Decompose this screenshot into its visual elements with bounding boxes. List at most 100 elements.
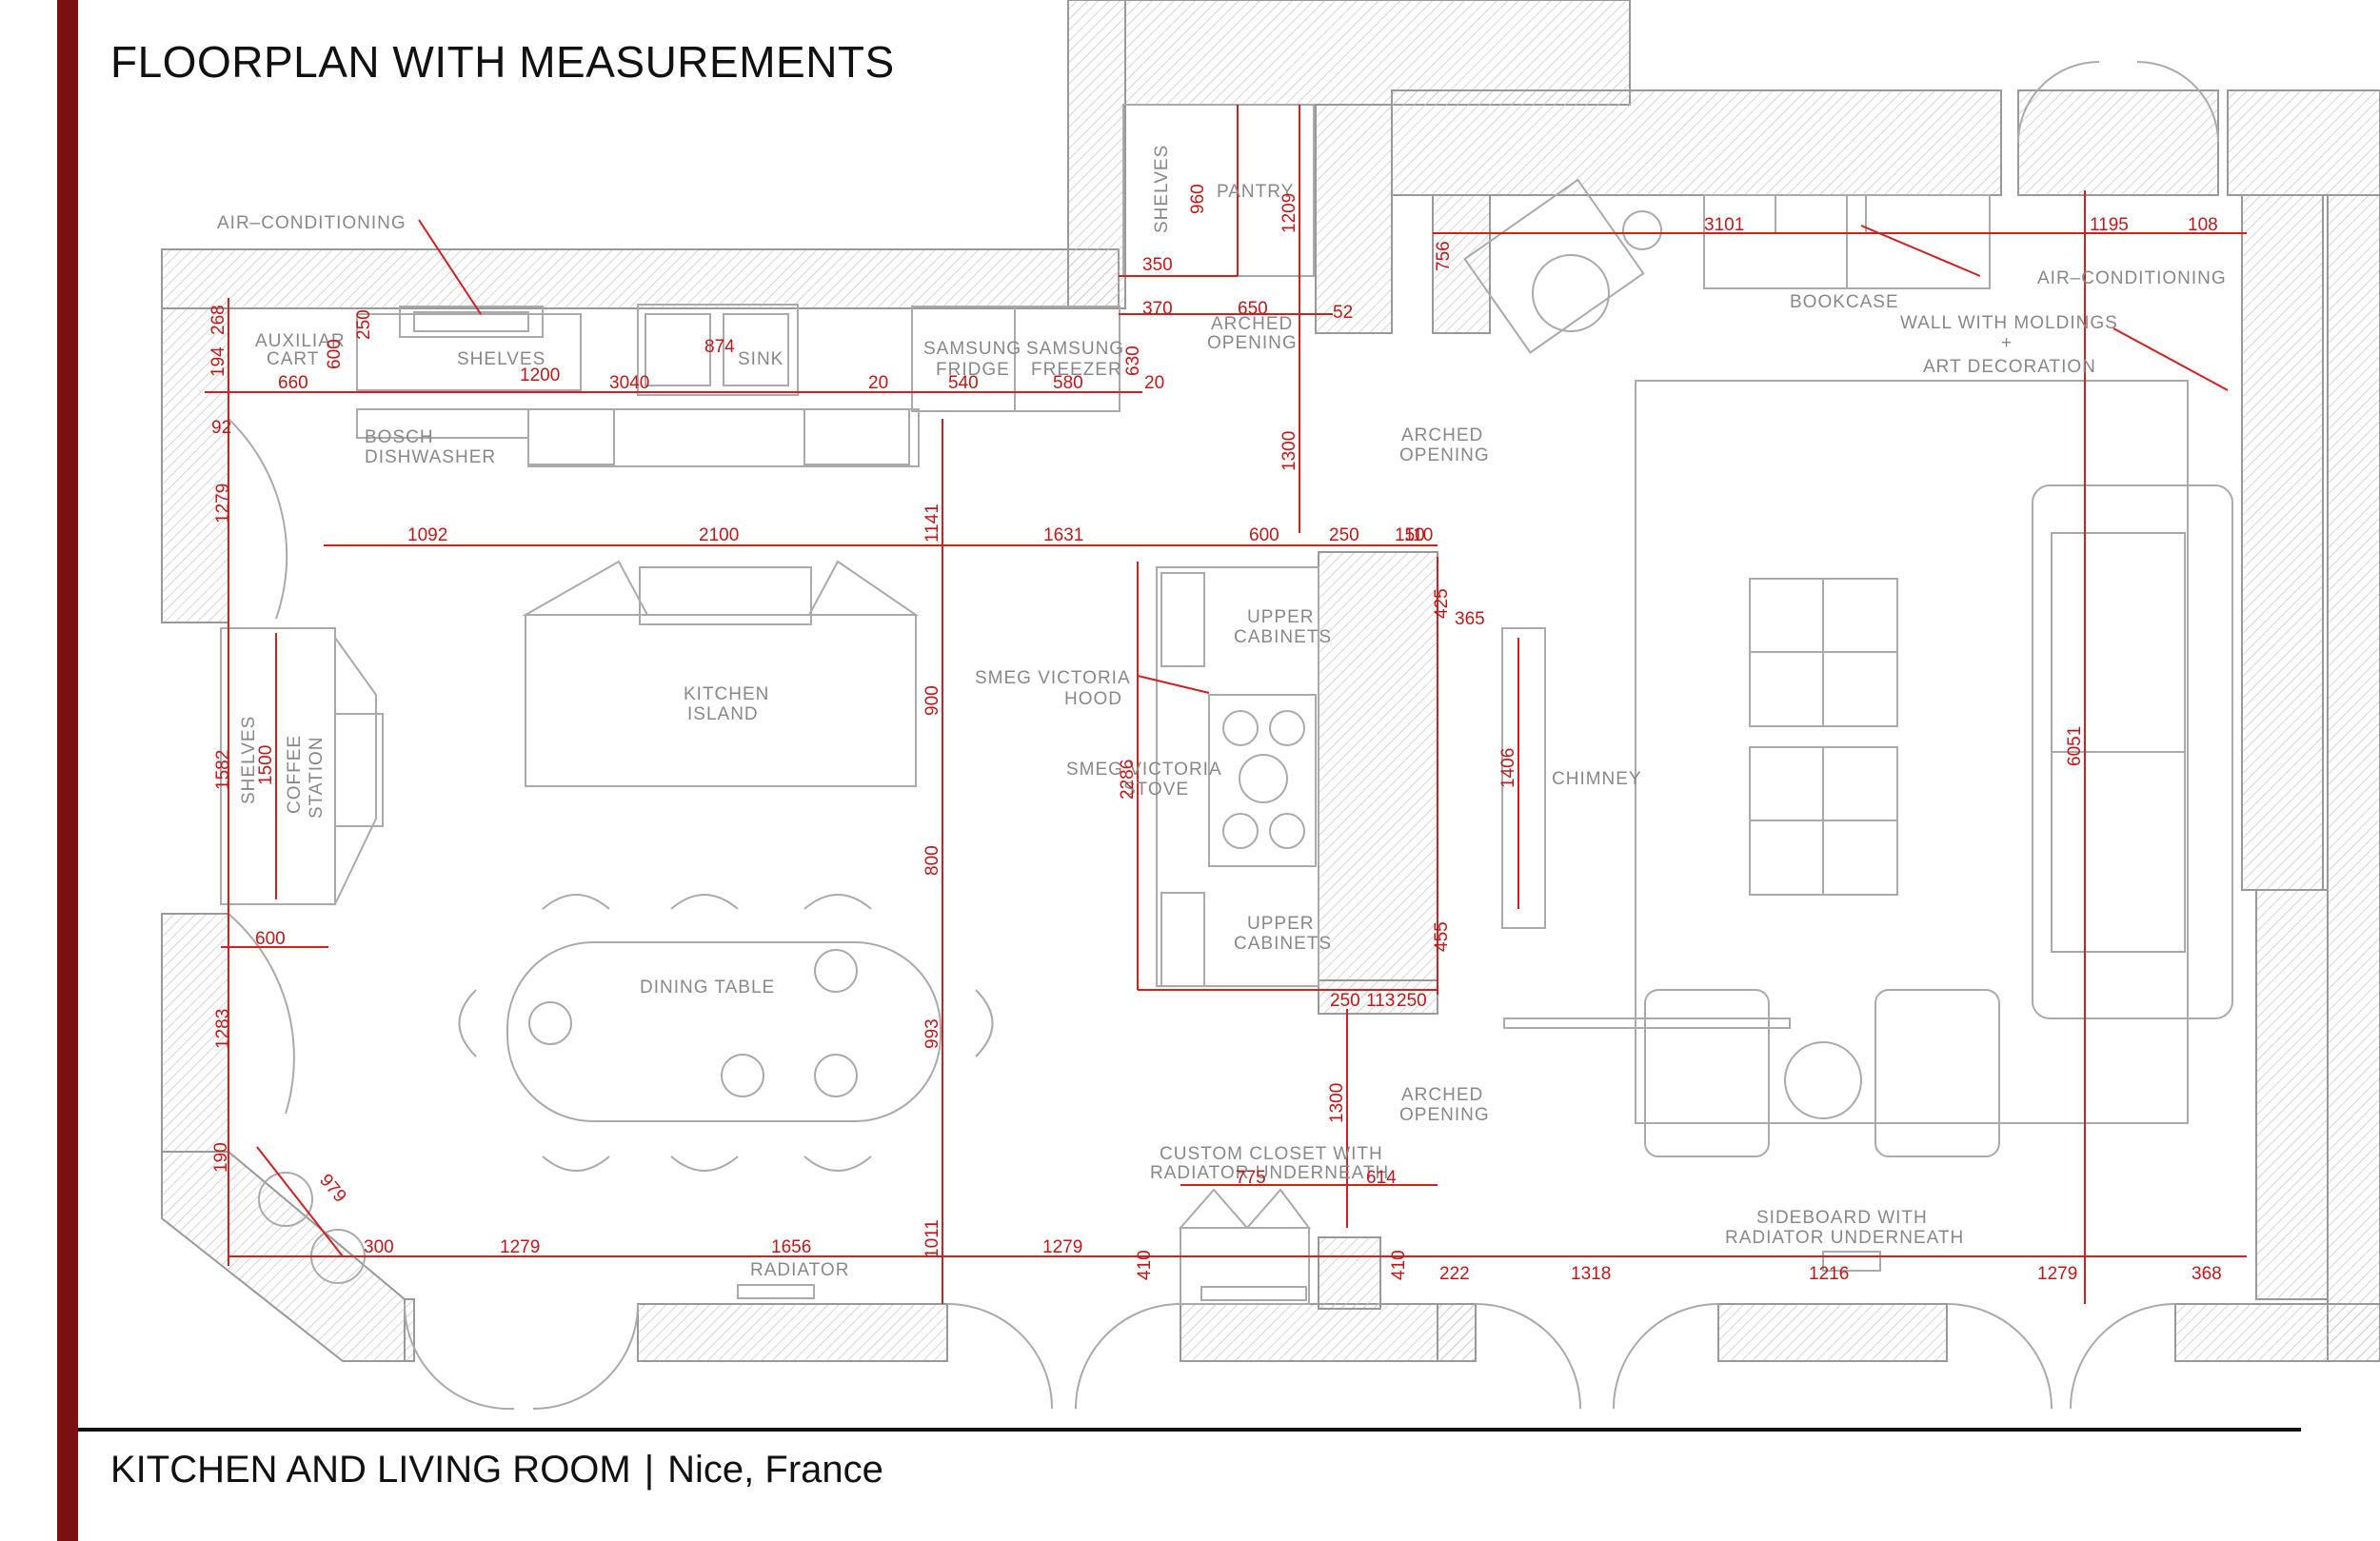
dim-1631: 1631 <box>1043 525 1083 545</box>
dim-368: 368 <box>2192 1264 2222 1284</box>
label-smeg-hood-2: HOOD <box>1064 689 1122 709</box>
fixtures <box>220 104 2233 1305</box>
dim-1283: 1283 <box>213 1009 233 1049</box>
dim-1279-b: 1279 <box>500 1237 540 1257</box>
chimney-wall <box>1318 551 1438 981</box>
wall-bottom-e <box>1717 1303 1948 1362</box>
footer-separator: | <box>644 1449 655 1491</box>
dim-1200: 1200 <box>520 365 560 385</box>
label-samsung-fridge-1: SAMSUNG <box>923 339 1021 359</box>
label-bosch-2: DISHWASHER <box>365 447 496 467</box>
label-arched-mid-1: ARCHED <box>1401 425 1483 445</box>
dim-3101: 3101 <box>1704 215 1744 235</box>
dim-960: 960 <box>1188 184 1208 214</box>
label-sideboard-1: SIDEBOARD WITH <box>1756 1208 1928 1228</box>
dim-540: 540 <box>948 373 979 393</box>
footer-title: KITCHEN AND LIVING ROOM|Nice, France <box>110 1449 883 1492</box>
dim-190: 190 <box>211 1142 231 1173</box>
dimension-values: 268 194 250 600 660 1200 3040 874 20 540… <box>208 184 2222 1284</box>
label-kitchen-island-2: ISLAND <box>687 704 759 724</box>
dim-1656: 1656 <box>771 1237 811 1257</box>
dim-268: 268 <box>208 305 228 335</box>
label-arched-mid-2: OPENING <box>1399 445 1490 465</box>
label-arched-opening-top-2: OPENING <box>1207 333 1298 353</box>
label-custom-closet-1: CUSTOM CLOSET WITH <box>1160 1144 1383 1164</box>
dim-194: 194 <box>208 346 228 377</box>
wall-living-stub <box>1432 194 1491 334</box>
label-air-conditioning-left: AIR–CONDITIONING <box>217 213 407 233</box>
label-shelves-left: SHELVES <box>239 716 259 804</box>
label-cart: CART <box>267 349 319 369</box>
wall-top-pantry <box>1124 0 1631 106</box>
dim-800: 800 <box>922 845 942 876</box>
dim-250-d: 250 <box>1397 991 1427 1011</box>
wall-right-outer <box>2327 194 2380 1362</box>
dim-979: 979 <box>315 1171 349 1207</box>
footer-location: Nice, France <box>667 1449 883 1491</box>
dim-614: 614 <box>1366 1168 1397 1188</box>
label-sink: SINK <box>738 349 783 369</box>
dim-1011: 1011 <box>922 1219 942 1258</box>
dim-250-a: 250 <box>354 309 374 340</box>
dim-455: 455 <box>1432 921 1452 952</box>
dim-425: 425 <box>1432 588 1452 619</box>
dim-108: 108 <box>2188 215 2218 235</box>
dim-1582: 1582 <box>213 750 233 790</box>
label-kitchen-island-1: KITCHEN <box>684 684 769 704</box>
dim-20-b: 20 <box>1144 373 1164 393</box>
wall-pantry-side <box>1315 104 1393 334</box>
wall-top-living-left <box>1391 89 2002 196</box>
label-coffee-2: STATION <box>307 736 327 819</box>
wall-right-lower <box>2255 889 2329 1300</box>
dim-756: 756 <box>1434 241 1454 271</box>
wall-top-living-right <box>2227 89 2380 196</box>
dim-110: 110 <box>1404 525 1433 545</box>
dim-113: 113 <box>1366 991 1395 1011</box>
room-labels: AIR–CONDITIONING AUXILIAR CART SHELVES S… <box>217 145 2226 1280</box>
label-bosch-1: BOSCH <box>365 427 434 447</box>
label-custom-closet-2: RADIATOR UNDERNEATH <box>1150 1163 1389 1183</box>
wall-bottom-f <box>2174 1303 2380 1362</box>
label-upper-cabinets-bottom-2: CABINETS <box>1234 934 1332 954</box>
dim-874: 874 <box>704 337 735 357</box>
dim-1279-a: 1279 <box>213 484 233 524</box>
dim-650: 650 <box>1238 299 1268 319</box>
page-title: FLOORPLAN WITH MEASUREMENTS <box>110 37 895 87</box>
label-auxiliar: AUXILIAR <box>255 331 346 351</box>
label-smeg-stove-2: STOVE <box>1123 780 1189 800</box>
doors <box>228 61 2219 1411</box>
chimney-wall-lower <box>1318 979 1438 1015</box>
label-upper-cabinets-bottom-1: UPPER <box>1247 914 1314 934</box>
dim-370: 370 <box>1142 299 1173 319</box>
dim-1216: 1216 <box>1809 1264 1849 1284</box>
label-shelves-pantry: SHELVES <box>1152 145 1172 233</box>
dim-1279-d: 1279 <box>2037 1264 2077 1284</box>
dim-1195: 1195 <box>2090 215 2129 235</box>
dim-300: 300 <box>364 1237 394 1257</box>
dim-365: 365 <box>1455 609 1485 629</box>
walls <box>161 0 2380 1362</box>
dim-52: 52 <box>1333 303 1353 323</box>
footer-divider <box>78 1428 2301 1432</box>
dim-2100: 2100 <box>699 525 739 545</box>
dim-350: 350 <box>1142 255 1173 275</box>
dim-600-a: 600 <box>325 339 345 369</box>
dim-150: 150 <box>1395 525 1425 545</box>
label-coffee-1: COFFEE <box>285 735 305 814</box>
wall-bottom-c <box>1180 1303 1477 1362</box>
dim-993: 993 <box>922 1018 942 1049</box>
dim-1500: 1500 <box>256 745 276 785</box>
label-arched-opening-top-1: ARCHED <box>1211 314 1293 334</box>
wall-top-living-mid <box>2017 89 2219 196</box>
wall-bottom-a <box>404 1298 415 1362</box>
dim-600-b: 600 <box>1249 525 1279 545</box>
dim-660: 660 <box>278 373 308 393</box>
label-samsung-freezer-2: FREEZER <box>1031 360 1122 380</box>
wall-upper-notch <box>1067 0 1126 309</box>
label-art-decoration: ART DECORATION <box>1923 357 2096 377</box>
label-samsung-freezer-1: SAMSUNG <box>1026 339 1124 359</box>
label-wall-moldings: WALL WITH MOLDINGS <box>1900 313 2118 333</box>
label-radiator: RADIATOR <box>750 1260 849 1280</box>
dim-1300-b: 1300 <box>1327 1083 1347 1123</box>
label-pantry: PANTRY <box>1217 182 1294 202</box>
